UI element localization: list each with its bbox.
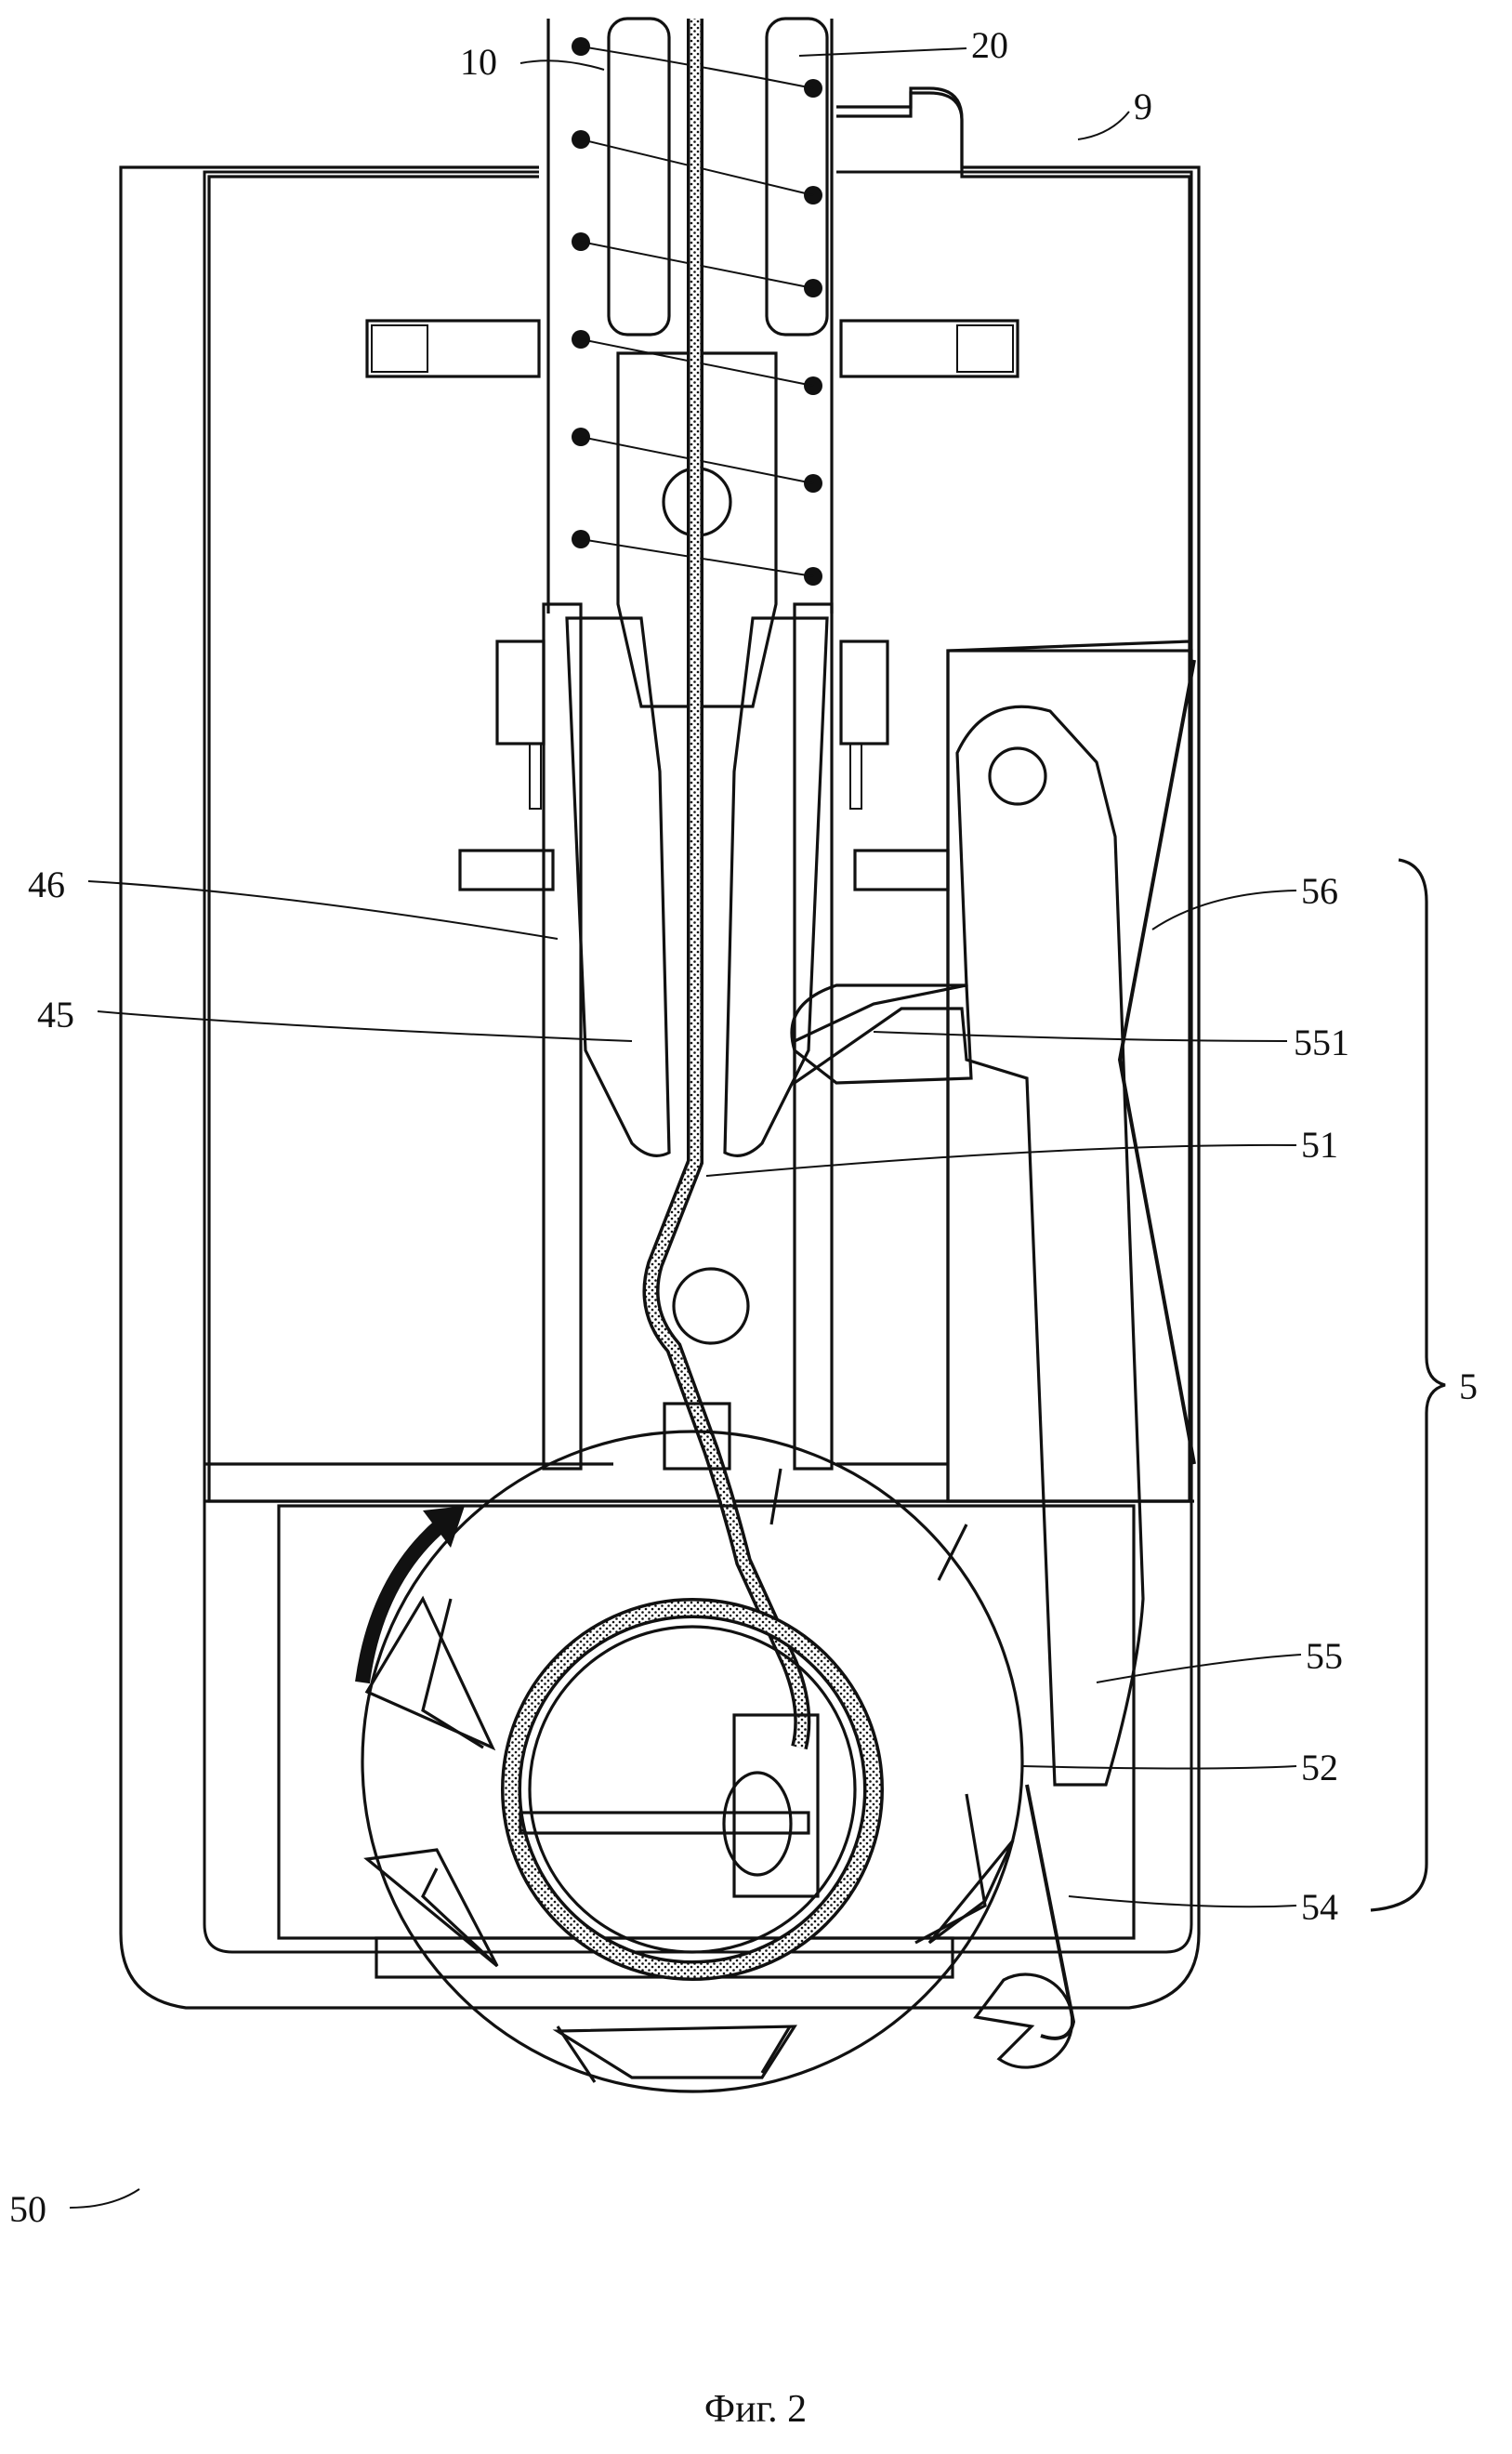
- clockwise-arrow: [355, 1518, 447, 1684]
- tube-20-right: [765, 17, 829, 336]
- spring-56: [1117, 659, 1196, 1465]
- figure-caption: Фиг. 2: [704, 2388, 807, 2431]
- cross-pins: [365, 319, 1019, 891]
- pin-right-upper: [839, 319, 1019, 378]
- jaw-45-left: [565, 616, 671, 1157]
- reel-disc-52: [361, 1430, 1024, 2093]
- label-45: 45: [37, 994, 74, 1036]
- chamber-frame: [277, 1504, 1136, 1940]
- reel-chamber: [277, 1430, 1136, 2093]
- spool-core: [528, 1625, 857, 1954]
- collar-right: [839, 640, 889, 745]
- ratchet-wedge-bottom: [552, 2025, 797, 2079]
- label-56: 56: [1301, 870, 1338, 912]
- lever-assembly: [790, 659, 1196, 1787]
- tube-10-left: [607, 17, 671, 336]
- reference-labels: 10 20 9 46 45 56 551 51 5 55 52 54 50: [9, 24, 1478, 2230]
- label-46: 46: [28, 864, 65, 905]
- ratchet-teeth: [421, 1468, 987, 2083]
- spool-slot: [732, 1713, 820, 1898]
- label-55: 55: [1306, 1635, 1343, 1677]
- collar-left: [495, 640, 546, 745]
- label-20: 20: [971, 24, 1008, 66]
- label-551: 551: [1294, 1022, 1349, 1063]
- tube-cross-pin: [672, 1267, 750, 1345]
- label-52: 52: [1301, 1747, 1338, 1788]
- ratchet-wedge-left: [364, 1595, 496, 1751]
- brace-5: [1370, 858, 1446, 1912]
- pin-left-upper: [365, 319, 541, 378]
- ratchet-wedge-right: [927, 1839, 1015, 1945]
- plunger: [616, 351, 778, 708]
- jaw-45-right: [723, 616, 829, 1157]
- tube-assembly: [495, 17, 889, 1750]
- screw-head: [973, 1972, 1074, 2069]
- lever-pivot: [988, 746, 1047, 806]
- label-5: 5: [1459, 1366, 1478, 1407]
- label-51: 51: [1301, 1124, 1338, 1166]
- leader-lines: [69, 47, 1446, 2209]
- pin-right-lower: [853, 849, 950, 891]
- ratchet-wedge-lower-left: [363, 1848, 499, 1968]
- outer-tube-46: [542, 602, 834, 1471]
- label-9: 9: [1134, 86, 1152, 127]
- spool-axle: [519, 1811, 810, 1835]
- label-50: 50: [9, 2188, 46, 2230]
- tube-bottom-stop: [663, 1402, 731, 1471]
- lever-55: [793, 705, 1145, 1787]
- label-10: 10: [460, 41, 497, 83]
- arm-551: [790, 983, 973, 1085]
- label-54: 54: [1301, 1886, 1338, 1928]
- pin-left-lower: [458, 849, 555, 891]
- spool-hub: [722, 1771, 793, 1877]
